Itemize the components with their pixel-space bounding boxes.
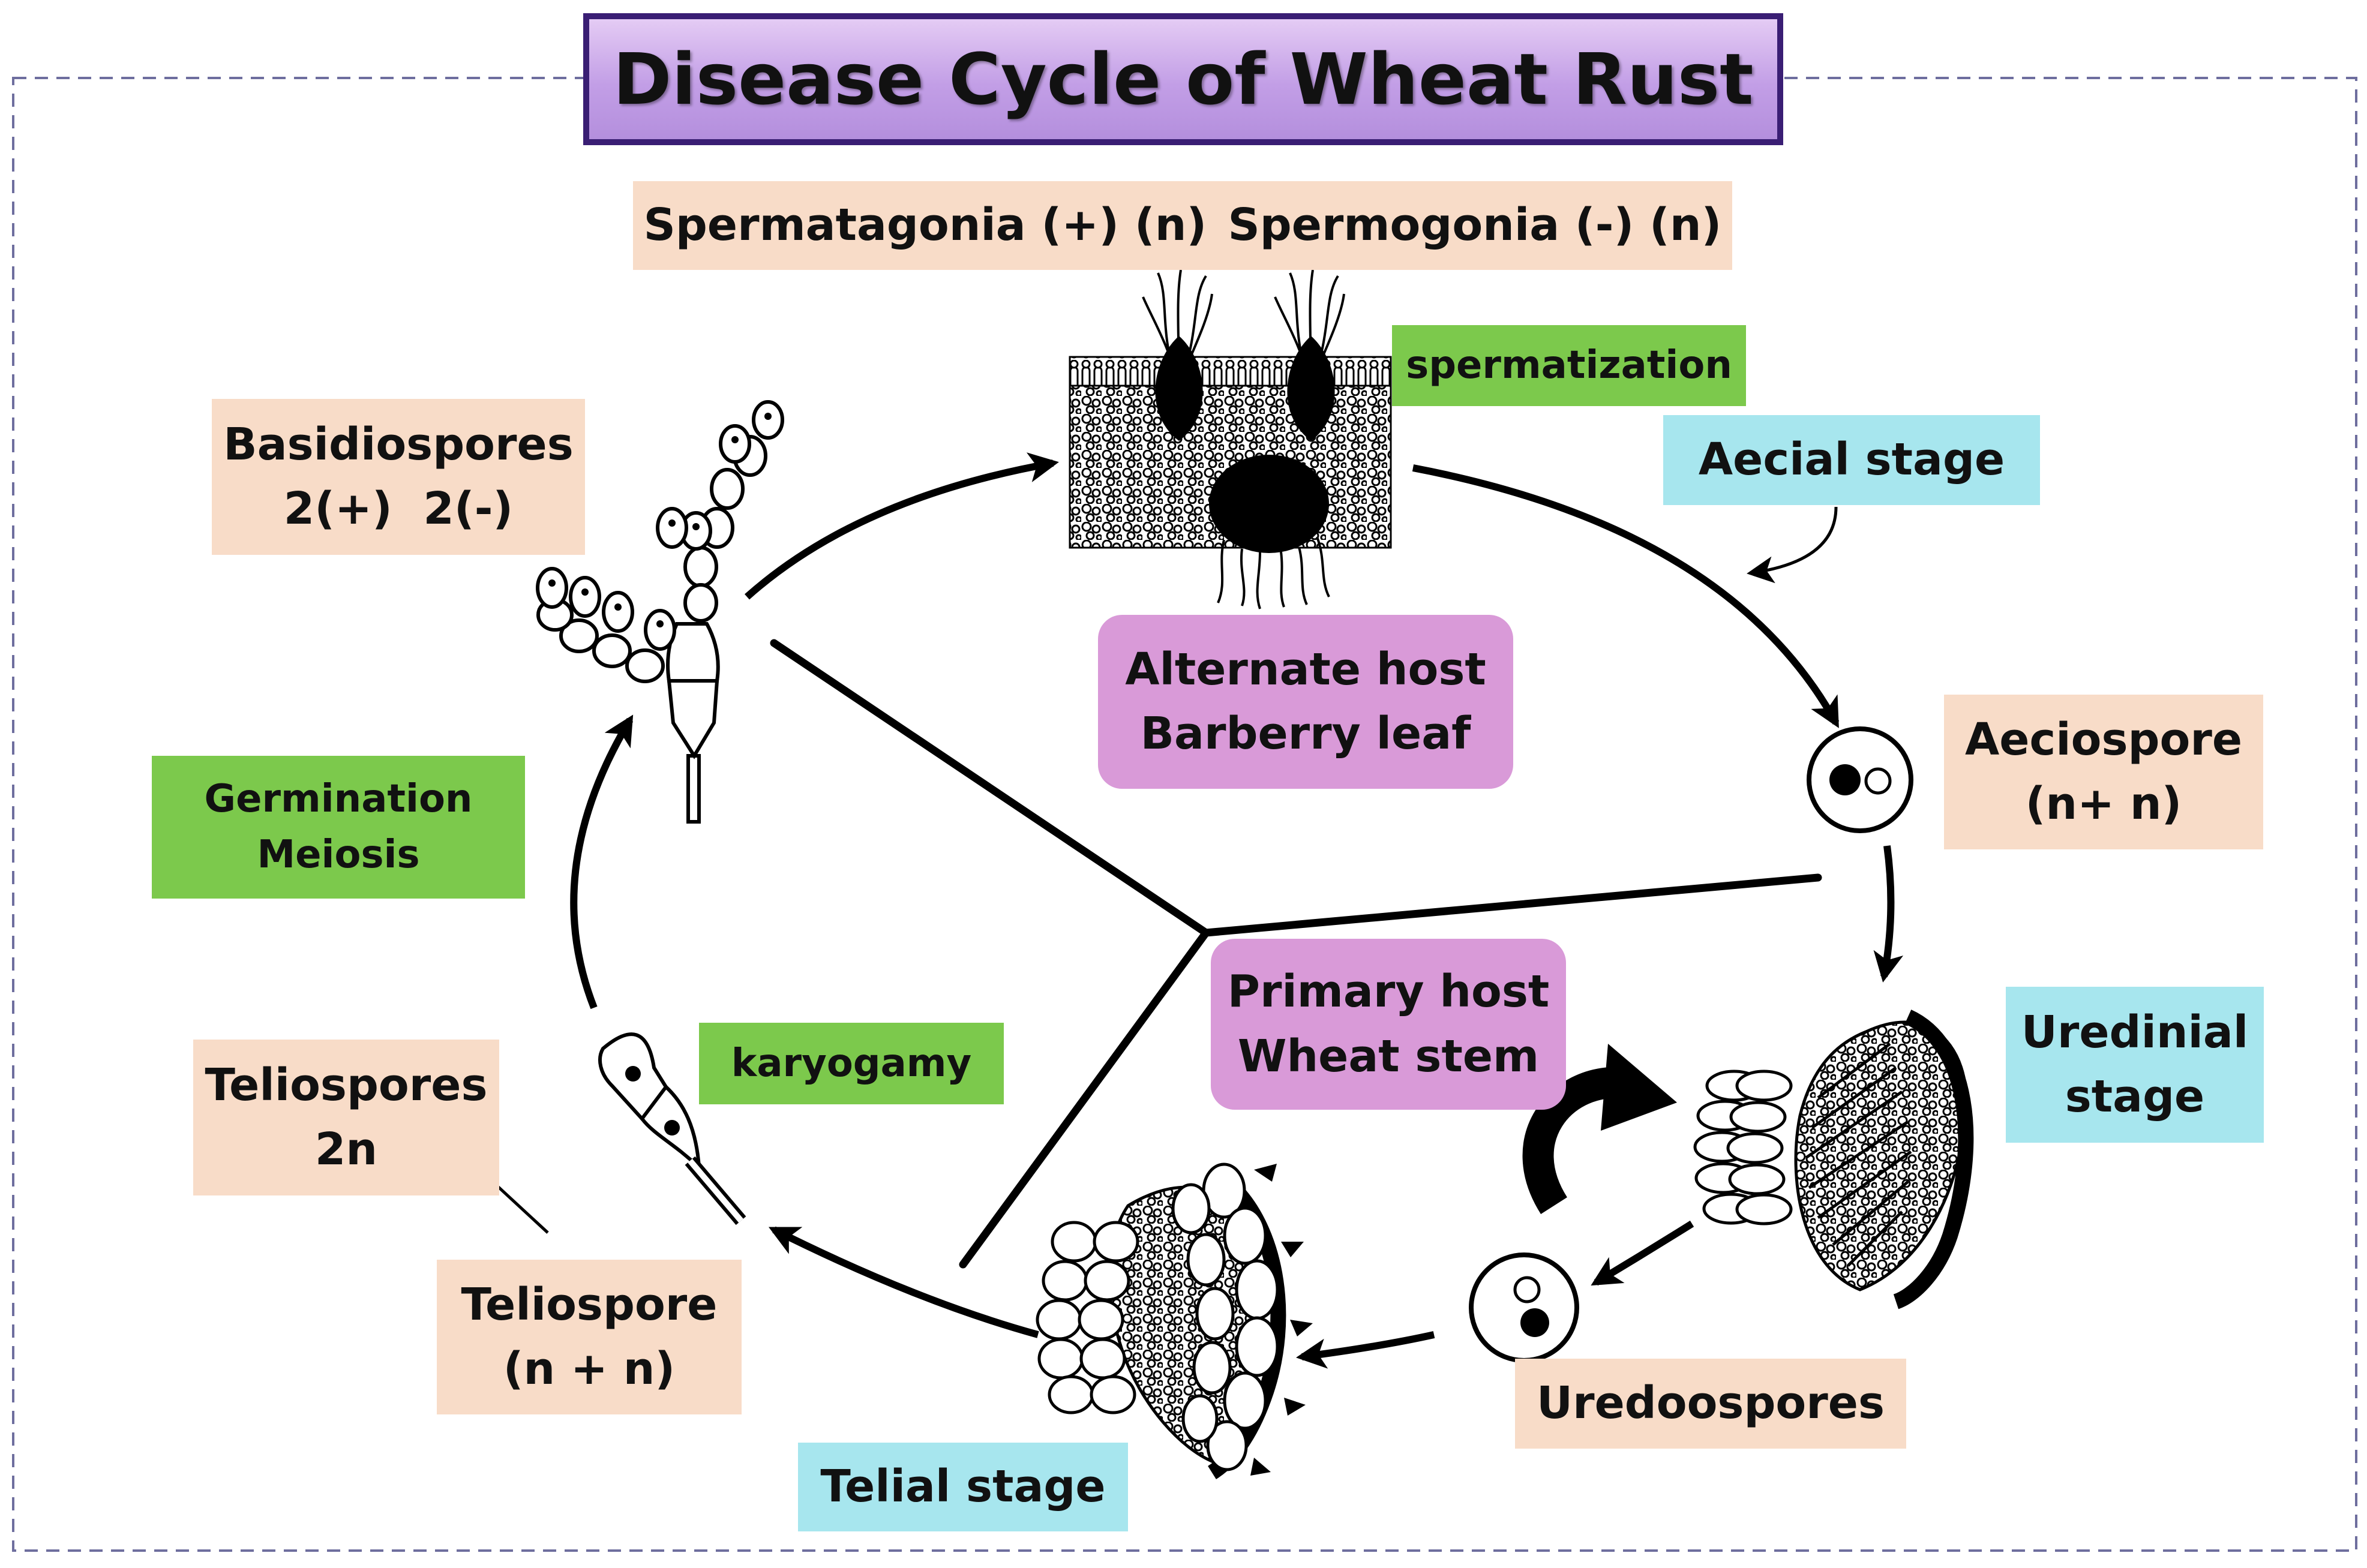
arrow-telium-to-teliospore xyxy=(774,1230,1038,1335)
spermogonia-label: Spermogonia (-) (n) xyxy=(1228,193,1721,257)
arrow-teliospore-to-basidium xyxy=(574,720,630,1008)
alternate-host-line1: Alternate host xyxy=(1125,638,1486,702)
label-uredinial-stage: Uredinial stage xyxy=(2006,987,2264,1143)
label-teliospore: Teliospore (n + n) xyxy=(437,1260,742,1414)
label-teliospores: Teliospores 2n xyxy=(193,1040,499,1195)
arrow-uredinium-to-urediniospore xyxy=(1596,1224,1692,1282)
telial-stage-text: Telial stage xyxy=(820,1455,1105,1519)
pointer-aecial-stage xyxy=(1752,507,1836,573)
teliospores-line2: 2n xyxy=(315,1118,377,1182)
telium-illustration xyxy=(1037,1164,1313,1476)
urediniospore-icon xyxy=(1471,1255,1577,1360)
germination-text: Germination xyxy=(205,771,473,827)
uredinial-line1: Uredinial xyxy=(2021,1001,2248,1065)
label-karyogamy: karyogamy xyxy=(699,1023,1004,1104)
label-aeciospore: Aeciospore (n+ n) xyxy=(1944,695,2263,849)
karyogamy-text: karyogamy xyxy=(731,1036,971,1092)
spermogonium-illustration xyxy=(1070,270,1391,609)
aecial-stage-text: Aecial stage xyxy=(1699,428,2005,492)
aeciospore-line1: Aeciospore xyxy=(1965,708,2242,772)
teliospores-line1: Teliospores xyxy=(205,1053,488,1118)
arrow-aeciospore-to-uredinium xyxy=(1884,846,1891,977)
primary-host-line1: Primary host xyxy=(1228,960,1550,1024)
teliospore-line2: (n + n) xyxy=(503,1337,676,1401)
uredoospores-text: Uredoospores xyxy=(1537,1371,1885,1435)
arrow-urediniospore-to-telium xyxy=(1302,1335,1434,1357)
label-alternate-host: Alternate host Barberry leaf xyxy=(1098,615,1513,789)
basidiospores-line1: Basidiospores xyxy=(223,413,574,477)
basidiospores-line2: 2(+) 2(-) xyxy=(284,477,514,541)
teliospore-line1: Teliospore xyxy=(461,1273,718,1337)
aeciospore-icon xyxy=(1809,729,1911,831)
aeciospore-line2: (n+ n) xyxy=(2026,772,2182,836)
alternate-host-line2: Barberry leaf xyxy=(1141,702,1471,766)
uredinium-illustration xyxy=(1695,1017,1967,1302)
uredinial-line2: stage xyxy=(2065,1065,2205,1129)
spermatization-text: spermatization xyxy=(1406,338,1732,393)
label-aecial-stage: Aecial stage xyxy=(1663,415,2040,505)
label-uredoospores: Uredoospores xyxy=(1515,1359,1906,1449)
diagram-title: Disease Cycle of Wheat Rust xyxy=(583,13,1783,145)
label-spermatagonia-spermogonia: Spermatagonia (+) (n) Spermogonia (-) (n… xyxy=(633,181,1732,270)
arrow-basidium-to-spermogonium xyxy=(747,463,1053,597)
label-germination-meiosis: Germination Meiosis xyxy=(152,756,525,899)
label-basidiospores: Basidiospores 2(+) 2(-) xyxy=(212,399,585,555)
spermatagonia-label: Spermatagonia (+) (n) xyxy=(644,193,1207,257)
label-spermatization: spermatization xyxy=(1392,325,1746,406)
label-telial-stage: Telial stage xyxy=(798,1443,1128,1531)
title-text: Disease Cycle of Wheat Rust xyxy=(613,38,1754,121)
primary-host-line2: Wheat stem xyxy=(1238,1025,1539,1089)
meiosis-text: Meiosis xyxy=(257,827,419,883)
label-primary-host: Primary host Wheat stem xyxy=(1211,939,1566,1110)
